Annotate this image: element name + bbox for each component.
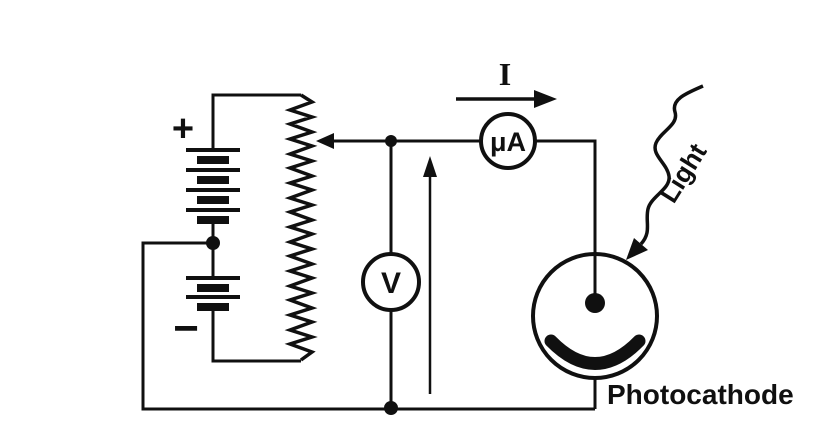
battery-plus-label: +	[172, 108, 194, 150]
phototube-envelope	[531, 252, 659, 380]
light-arrowhead-icon	[626, 238, 648, 260]
photocathode-label: Photocathode	[607, 379, 794, 410]
junction-dot	[206, 236, 220, 250]
current-arrow: I	[456, 56, 557, 108]
wires	[141, 93, 597, 411]
wire-battery-bottom	[211, 307, 301, 363]
battery-short-plates	[197, 156, 229, 311]
microammeter-circle	[479, 112, 537, 170]
microammeter: μA	[479, 112, 537, 170]
microammeter-label: μA	[490, 127, 526, 157]
light-ray: Light	[626, 84, 713, 260]
wire-top-rail	[391, 139, 597, 254]
junction-dot	[384, 401, 398, 415]
battery-long-plates	[186, 148, 240, 299]
light-squiggle	[639, 84, 704, 246]
rheostat-zigzag	[284, 93, 318, 362]
light-label: Light	[653, 138, 712, 208]
voltage-arrow	[423, 156, 437, 394]
junction-dot	[385, 135, 397, 147]
wiper-arrowhead-icon	[316, 133, 334, 149]
rheostat-wiper-arrow	[316, 133, 389, 149]
battery-minus-label: −	[173, 304, 199, 353]
current-arrowhead-icon	[534, 90, 557, 108]
voltmeter-circle	[361, 252, 421, 312]
wire-bottom-rail	[141, 241, 595, 411]
wire-battery-top	[211, 93, 301, 150]
photocathode-arc	[544, 334, 646, 370]
voltmeter: V	[361, 252, 421, 312]
rheostat	[284, 93, 389, 362]
junction-dots	[206, 135, 398, 415]
anode-dot	[585, 293, 605, 313]
current-label: I	[499, 56, 511, 92]
voltmeter-label: V	[381, 267, 401, 300]
battery: + −	[172, 108, 240, 353]
voltage-arrowhead-icon	[423, 156, 437, 177]
phototube: Photocathode	[531, 252, 794, 410]
